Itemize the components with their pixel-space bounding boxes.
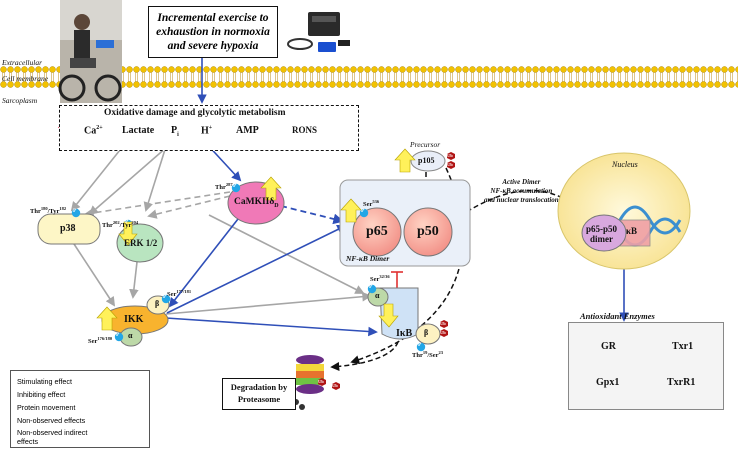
- site-ser176: Ser176/180: [88, 336, 113, 346]
- title-line-3: and severe hypoxia: [167, 40, 259, 52]
- ikb-down-arrow: [378, 303, 399, 328]
- pi-label: Pi: [171, 125, 179, 138]
- ikb-alpha-p-badge: P: [369, 284, 373, 290]
- ikk-alpha: α: [128, 331, 133, 340]
- active-dimer-annotation: Active Dimer NF-κB accumulation and nucl…: [484, 178, 559, 204]
- proteasome-ub-2: Ub: [332, 383, 338, 388]
- title-line-1: Incremental exercise to: [157, 12, 269, 24]
- camk-p-badge: P: [233, 183, 237, 189]
- ikb-alpha: α: [375, 291, 380, 300]
- antioxidant-enzymes-panel: [568, 322, 724, 410]
- p65-label: p65: [366, 224, 388, 239]
- erk-node: [116, 219, 164, 263]
- site-thr287: Thr287: [215, 182, 233, 192]
- site-ser32: Ser32/36: [370, 274, 390, 284]
- oxidative-box: [59, 105, 359, 151]
- oxidative-title: Oxidative damage and glycolytic metaboli…: [104, 108, 286, 118]
- dimer-label: NF-κB Dimer: [346, 254, 390, 263]
- p38-node: [37, 208, 101, 245]
- erk-label: ERK 1/2: [124, 238, 158, 248]
- nucleus: [557, 152, 691, 270]
- p105-label: p105: [418, 156, 435, 165]
- legend-non-observed-indirect: Non-observed indirect effects: [17, 428, 88, 446]
- ca-label: Ca2+: [84, 125, 103, 137]
- hypoxia-device-image: [287, 12, 350, 52]
- ikk-up-arrow: [96, 306, 118, 331]
- enzyme-txr1: Txr1: [672, 341, 694, 352]
- ikk-beta: β: [155, 299, 160, 308]
- enzyme-txrr1: TxrR1: [667, 377, 696, 388]
- ikb-ub-2: Ub: [440, 330, 446, 335]
- legend-non-observed: Non-observed effects: [17, 416, 86, 425]
- ikk-beta-p-badge: P: [163, 294, 167, 300]
- ikb-ub-1: Ub: [440, 321, 446, 326]
- legend-protein-movement: Protein movement: [17, 403, 76, 412]
- stimulus-title-box: Incremental exercise to exhaustion in no…: [148, 6, 278, 58]
- sarcoplasm-label: Sarcoplasm: [2, 96, 38, 105]
- p38-p-badge: P: [73, 208, 77, 214]
- site-thr180: Thr180/Tyr182: [30, 206, 67, 216]
- ikk-node: [96, 294, 171, 347]
- legend-inhibiting: Inhibiting effect: [17, 390, 66, 399]
- ikk-alpha-p-badge: P: [116, 332, 120, 338]
- camk-node: [227, 176, 285, 225]
- p105-up-arrow: [394, 148, 416, 173]
- erk-down-arrow: [118, 221, 138, 246]
- precursor-label: Precursor: [410, 140, 441, 149]
- enzyme-gpx1: Gpx1: [596, 377, 620, 388]
- nfkb-dimer-box: [339, 179, 471, 267]
- p65-p-badge: P: [361, 208, 365, 214]
- cell-membrane: [0, 66, 738, 88]
- proteasome-ub-1: Ub: [318, 379, 324, 384]
- proteasome: [293, 355, 340, 410]
- extracellular-label: Extracellular: [2, 58, 42, 67]
- legend: Stimulating effect Inhibiting effect Pro…: [10, 370, 150, 448]
- h-label: H+: [201, 125, 213, 137]
- ikb-label: IκB: [396, 328, 413, 339]
- athlete-photo: [58, 0, 122, 103]
- camk-to-dimer-dashed: [280, 205, 345, 225]
- rons-label: RONS: [292, 125, 318, 135]
- camk-up-arrow: [260, 176, 282, 201]
- erk-p-badge: P: [125, 219, 129, 225]
- site-thr19: Thr19/Ser23: [412, 350, 444, 360]
- site-ser177: Ser177/181: [167, 289, 192, 299]
- non-observed-indirect-arrows: [84, 191, 231, 219]
- site-ser536: Ser536: [363, 199, 380, 209]
- lactate-label: Lactate: [122, 125, 155, 136]
- legend-stimulating: Stimulating effect: [17, 377, 73, 386]
- p105-ub-1: Ub: [447, 153, 453, 158]
- p105-node: [394, 148, 455, 173]
- kb-label: κB: [626, 226, 637, 236]
- enzyme-gr: GR: [601, 341, 616, 352]
- ikb-beta-p-badge: P: [418, 342, 422, 348]
- p65-up-arrow: [340, 198, 362, 223]
- site-thr202: Thr202/Tyr204: [102, 220, 139, 230]
- p105-ub-2: Ub: [447, 162, 453, 167]
- amp-label: AMP: [236, 125, 259, 136]
- stimulating-arrows: [165, 140, 629, 337]
- ikk-label: IKK: [124, 314, 144, 325]
- ikb-beta: β: [424, 328, 429, 337]
- title-line-2: exhaustion in normoxia: [156, 26, 270, 38]
- p50-label: p50: [417, 224, 439, 239]
- enzymes-title: Antioxidant Enzymes: [580, 311, 655, 321]
- cell-membrane-label: Cell membrane: [2, 74, 49, 83]
- nucleus-label: Nucleus: [612, 160, 638, 169]
- ikb-node: [367, 284, 448, 352]
- p38-label: p38: [60, 223, 76, 234]
- camk-label: CaMKIIδD: [234, 197, 279, 209]
